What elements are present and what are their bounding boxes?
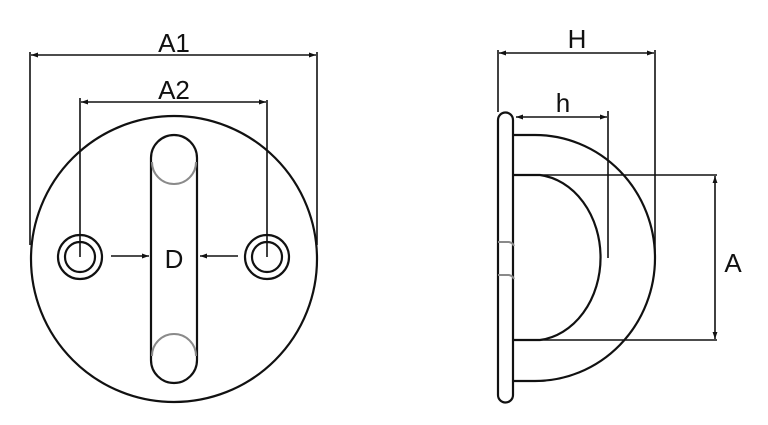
front-view: A1 A2 D [29,28,319,404]
dimension-d: D [111,244,238,274]
dimension-a1: A1 [29,28,318,245]
plate-hidden-hole-bottom [498,274,515,280]
slot-bottom-hidden-arc [151,333,197,357]
label-d: D [165,244,184,274]
dimension-h-inner: h [516,88,609,258]
staple-outer-arc [514,133,657,383]
slot-top-hidden-arc [151,161,197,185]
side-view: H h A [496,24,742,404]
label-a1: A1 [158,28,190,58]
label-a2: A2 [158,75,190,105]
dimension-a2: A2 [79,75,268,257]
base-plate-outline [29,114,319,404]
dimension-h-total: H [497,24,656,258]
label-a: A [724,248,742,278]
staple-slot [149,133,199,385]
plate-hidden-hole-top [498,241,515,247]
staple-inner-arc [514,173,602,342]
dimension-a: A [514,174,742,341]
label-h-lower: h [556,88,570,118]
plate-side-profile [496,111,515,404]
label-h-upper: H [568,24,587,54]
